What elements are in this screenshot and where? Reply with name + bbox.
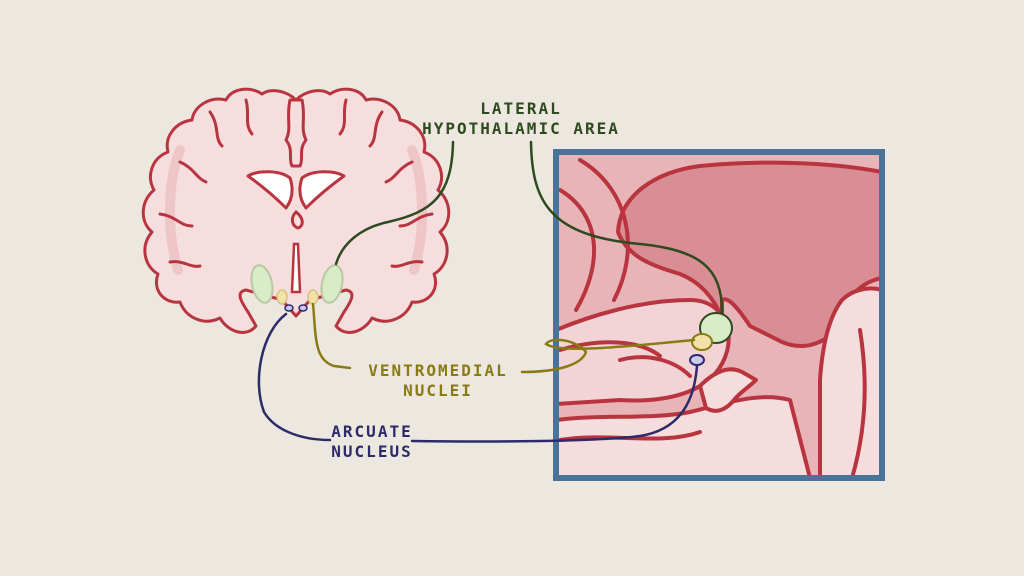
- ventromedial-leader-right: [520, 338, 696, 374]
- inset-contours: [558, 158, 867, 478]
- ventromedial-nucleus-left: [276, 289, 288, 305]
- ventromedial-label-line1: VENTROMEDIAL: [368, 361, 508, 380]
- lateral-hypothalamic-area-right: [320, 264, 344, 304]
- leader-lines: [257, 140, 724, 443]
- ventromedial-nucleus-right: [307, 289, 319, 305]
- labels: LATERAL HYPOTHALAMIC AREA VENTROMEDIAL N…: [331, 99, 620, 461]
- ventromedial-leader-left: [311, 302, 352, 370]
- cortex-band: [165, 145, 427, 275]
- septum: [290, 210, 304, 230]
- inset-arcuate-nucleus: [689, 354, 705, 366]
- lateral-leader-right: [529, 140, 724, 314]
- arcuate-label-line2: NUCLEUS: [331, 442, 412, 461]
- lateral-hypothalamic-area-left: [250, 264, 274, 304]
- third-ventricle: [290, 242, 302, 294]
- inset-frame: [553, 149, 885, 481]
- arcuate-leader-left: [257, 312, 332, 442]
- brainstem: [818, 286, 882, 478]
- sulci: [158, 98, 434, 268]
- lateral-label-line2: HYPOTHALAMIC AREA: [422, 119, 620, 138]
- sagittal-inset: [553, 149, 885, 481]
- lateral-label-line1: LATERAL: [480, 99, 561, 118]
- ventromedial-label-line2: NUCLEI: [403, 381, 473, 400]
- lateral-ventricles: [246, 170, 346, 210]
- longitudinal-fissure: [284, 98, 308, 168]
- arcuate-label-line1: ARCUATE: [331, 422, 412, 441]
- coronal-brain-section: [141, 87, 451, 334]
- pituitary-stalk: [698, 367, 758, 413]
- inset-ventromedial-nucleus: [691, 333, 713, 351]
- arcuate-nucleus-left: [284, 304, 294, 312]
- arcuate-leader-right: [410, 364, 699, 443]
- arcuate-nucleus-right: [298, 304, 308, 312]
- lateral-leader-left: [334, 140, 455, 266]
